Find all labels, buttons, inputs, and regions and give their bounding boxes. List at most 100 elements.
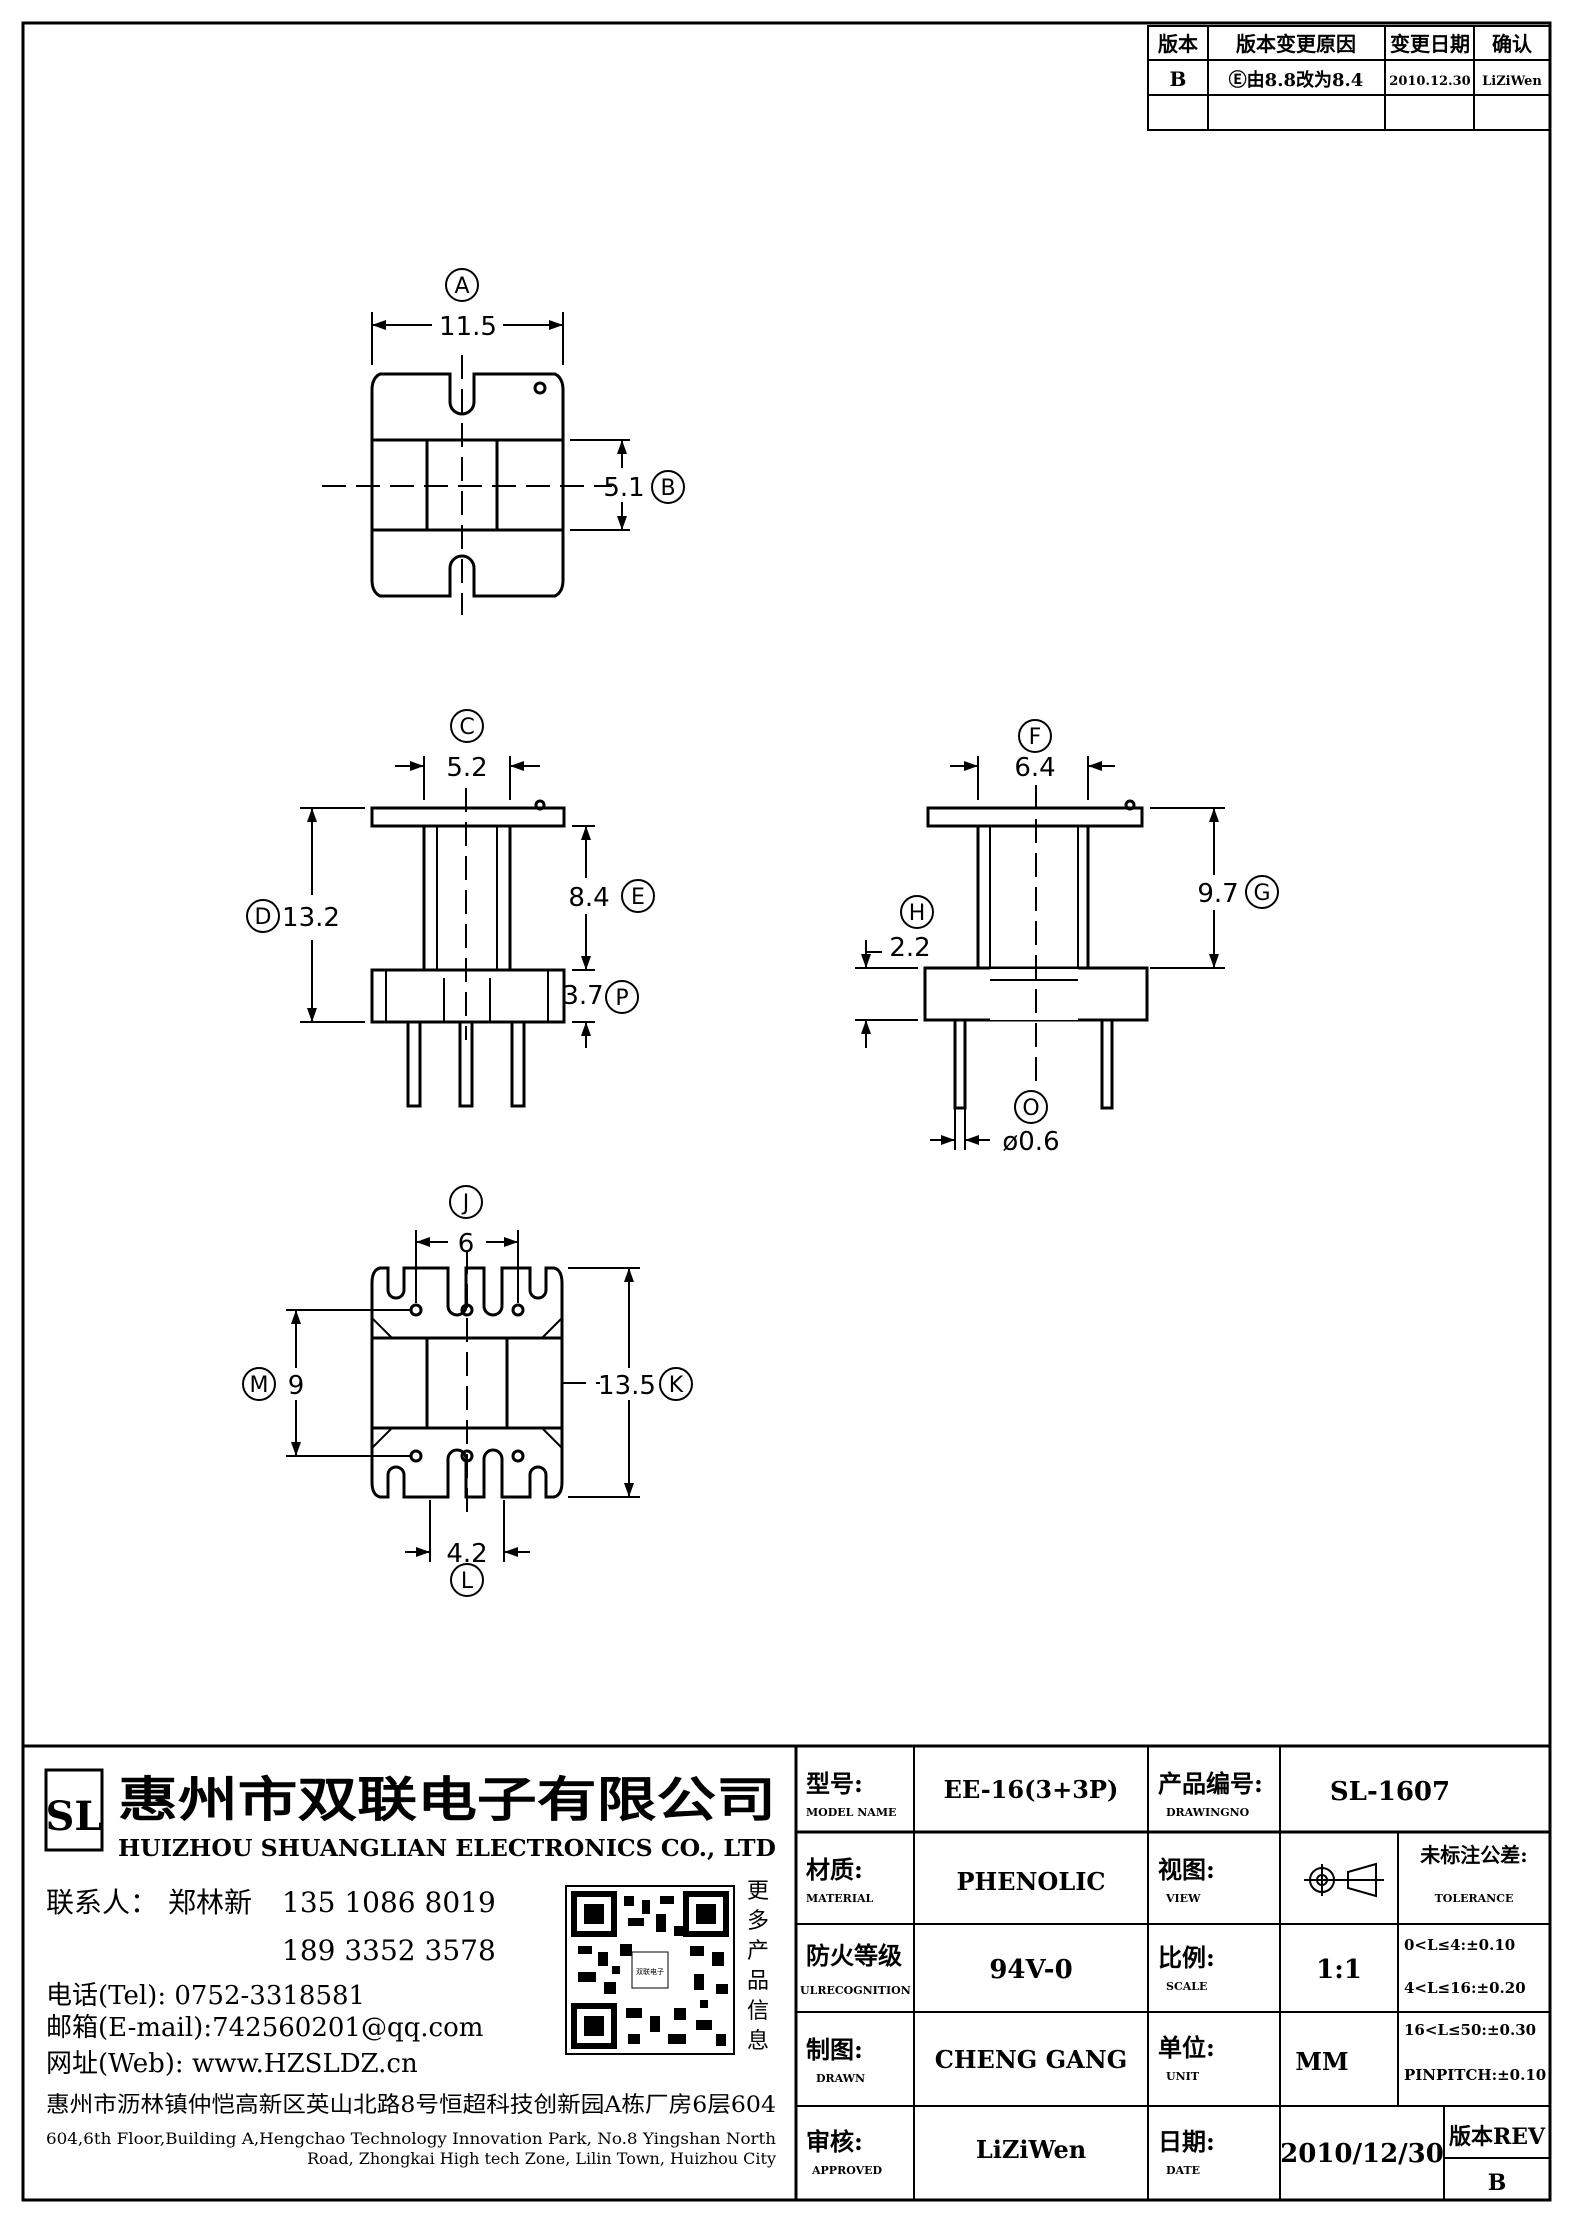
dim-J-value: 6 [458, 1229, 475, 1259]
drawn-value: CHENG GANG [935, 2045, 1127, 2074]
approved-value: LiZiWen [976, 2135, 1086, 2164]
dim-H-value: 2.2 [889, 933, 930, 963]
dim-G-arrowhead-top [1209, 808, 1219, 822]
dim-J-arrowhead-right [504, 1237, 518, 1247]
dim-G-letter: G [1253, 881, 1270, 906]
rev-header-date: 变更日期 [1390, 32, 1470, 56]
dim-D-arrowhead-bottom [307, 1008, 317, 1022]
contact-name: 郑林新 [168, 1886, 252, 1919]
view-label-en: VIEW [1165, 1892, 1201, 1905]
rev-cell-reason: Ⓔ由8.8改为8.4 [1229, 69, 1364, 91]
address-en-line-2: Road, Zhongkai High tech Zone, Lilin Tow… [307, 2149, 776, 2168]
drawn-label-en: DRAWN [816, 2072, 865, 2085]
dim-F-arrowhead-right [1088, 761, 1102, 771]
material-label: 材质: [806, 1855, 863, 1884]
front-view [300, 756, 595, 1108]
fire-rating-value: 94V-0 [989, 1955, 1072, 1985]
rev-cell-version: B [1170, 67, 1187, 91]
bottom-view [286, 1230, 640, 1562]
dim-M-balloon [242, 1367, 276, 1401]
dim-F-letter: F [1029, 725, 1042, 750]
company-logo-text: SL [45, 1793, 102, 1840]
dim-L-balloon [450, 1563, 484, 1597]
dim-E-arrowhead-bottom [581, 956, 591, 970]
model-label-en: MODEL NAME [806, 1806, 896, 1819]
dim-O-arrowhead-right [965, 1135, 979, 1145]
drawing-number-label-en: DRAWINGNO [1166, 1806, 1250, 1819]
dim-O-arrowhead-left [941, 1135, 955, 1145]
dim-E-arrowhead-top [581, 826, 591, 840]
tolerance-row-1: 0<L≤4:±0.10 [1404, 1936, 1515, 1954]
dim-E-letter: E [631, 885, 645, 910]
dim-G-arrowhead-bottom [1209, 954, 1219, 968]
address-cn: 惠州市沥林镇仲恺高新区英山北路8号恒超科技创新园A栋厂房6层604 [46, 2093, 776, 2118]
address-en-line-1: 604,6th Floor,Building A,Hengchao Techno… [46, 2129, 776, 2148]
dim-G-value: 9.7 [1197, 879, 1238, 909]
company-web: 网址(Web): www.HZSLDZ.cn [46, 2049, 418, 2079]
company-tel: 电话(Tel): 0752-3318581 [46, 1981, 365, 2011]
dim-C-balloon [450, 709, 484, 743]
dim-C-letter: C [459, 715, 474, 740]
dim-O-value: ø0.6 [1002, 1127, 1059, 1157]
dim-P-value: 3.7 [562, 981, 603, 1011]
projection-symbol-icon [1304, 1862, 1384, 1898]
qr-center-label: 双联电子 [636, 1967, 664, 1976]
side-view [855, 756, 1225, 1150]
rev-cell-confirm: LiZiWen [1482, 74, 1542, 89]
dim-B-arrowhead-top [617, 440, 627, 454]
date-value: 2010/12/30 [1280, 2139, 1444, 2169]
dim-L-arrowhead-right [504, 1547, 518, 1557]
unit-label: 单位: [1158, 2033, 1215, 2062]
dim-C-value: 5.2 [446, 753, 487, 783]
contact-label: 联系人： [46, 1886, 158, 1919]
front-view-labels: C 5.2 D 13.2 8.4 E 3.7 P [246, 709, 655, 1036]
dim-O-letter: O [1022, 1096, 1039, 1121]
dim-D-arrowhead-top [307, 808, 317, 822]
qr-code: 双联电子 [565, 1885, 735, 2055]
dim-A-balloon [445, 268, 479, 302]
drawing-number-label: 产品编号: [1158, 1769, 1263, 1798]
dim-B-arrowhead-bottom [617, 516, 627, 530]
dim-K-arrowhead-top [624, 1268, 634, 1282]
dim-P-balloon [605, 980, 639, 1014]
model-value: EE-16(3+3P) [944, 1775, 1119, 1804]
material-label-en: MATERIAL [806, 1892, 874, 1905]
date-label-en: DATE [1166, 2164, 1200, 2177]
approved-label-en: APPROVED [811, 2164, 883, 2177]
dim-M-letter: M [250, 1373, 269, 1398]
dim-C-arrowhead-left [410, 761, 424, 771]
unit-label-en: UNIT [1166, 2070, 1200, 2083]
dim-B-balloon [651, 470, 685, 504]
date-label: 日期: [1158, 2127, 1215, 2156]
revision-value: B [1488, 2170, 1507, 2196]
company-name-cn: 惠州市双联电子有限公司 [118, 1772, 776, 1828]
rev-header-version: 版本 [1158, 32, 1198, 56]
tolerance-row-2: 4<L≤16:±0.20 [1404, 1979, 1526, 1997]
dim-A-arrowhead-right [549, 320, 563, 330]
model-label: 型号: [806, 1769, 863, 1798]
dim-G-balloon [1245, 875, 1279, 909]
dim-L-letter: L [461, 1569, 474, 1594]
tolerance-label-en: TOLERANCE [1435, 1892, 1514, 1905]
dim-K-value: 13.5 [598, 1371, 656, 1401]
approved-label: 审核: [806, 2127, 863, 2156]
dim-K-arrowhead-bottom [624, 1483, 634, 1497]
dim-O-balloon [1014, 1090, 1048, 1124]
dim-B-letter: B [660, 476, 675, 501]
title-block-frame [23, 1744, 1550, 2200]
dim-K-letter: K [669, 1373, 684, 1398]
dim-M-arrowhead-bottom [291, 1442, 301, 1456]
dim-E-balloon [621, 879, 655, 913]
dim-F-balloon [1018, 719, 1052, 753]
dim-D-letter: D [255, 905, 272, 930]
revision-table: 版本 版本变更原因 变更日期 确认 B Ⓔ由8.8改为8.4 2010.12.3… [1147, 25, 1551, 131]
material-value: PHENOLIC [956, 1867, 1105, 1896]
rev-cell-date: 2010.12.30 [1389, 74, 1470, 89]
dim-D-value: 13.2 [282, 903, 340, 933]
dim-F-value: 6.4 [1014, 753, 1055, 783]
dim-C-arrowhead-right [510, 761, 524, 771]
scale-value: 1:1 [1316, 1955, 1362, 1985]
revision-label: 版本REV [1449, 2124, 1546, 2150]
tolerance-row-4: PINPITCH:±0.10 [1404, 2066, 1546, 2084]
